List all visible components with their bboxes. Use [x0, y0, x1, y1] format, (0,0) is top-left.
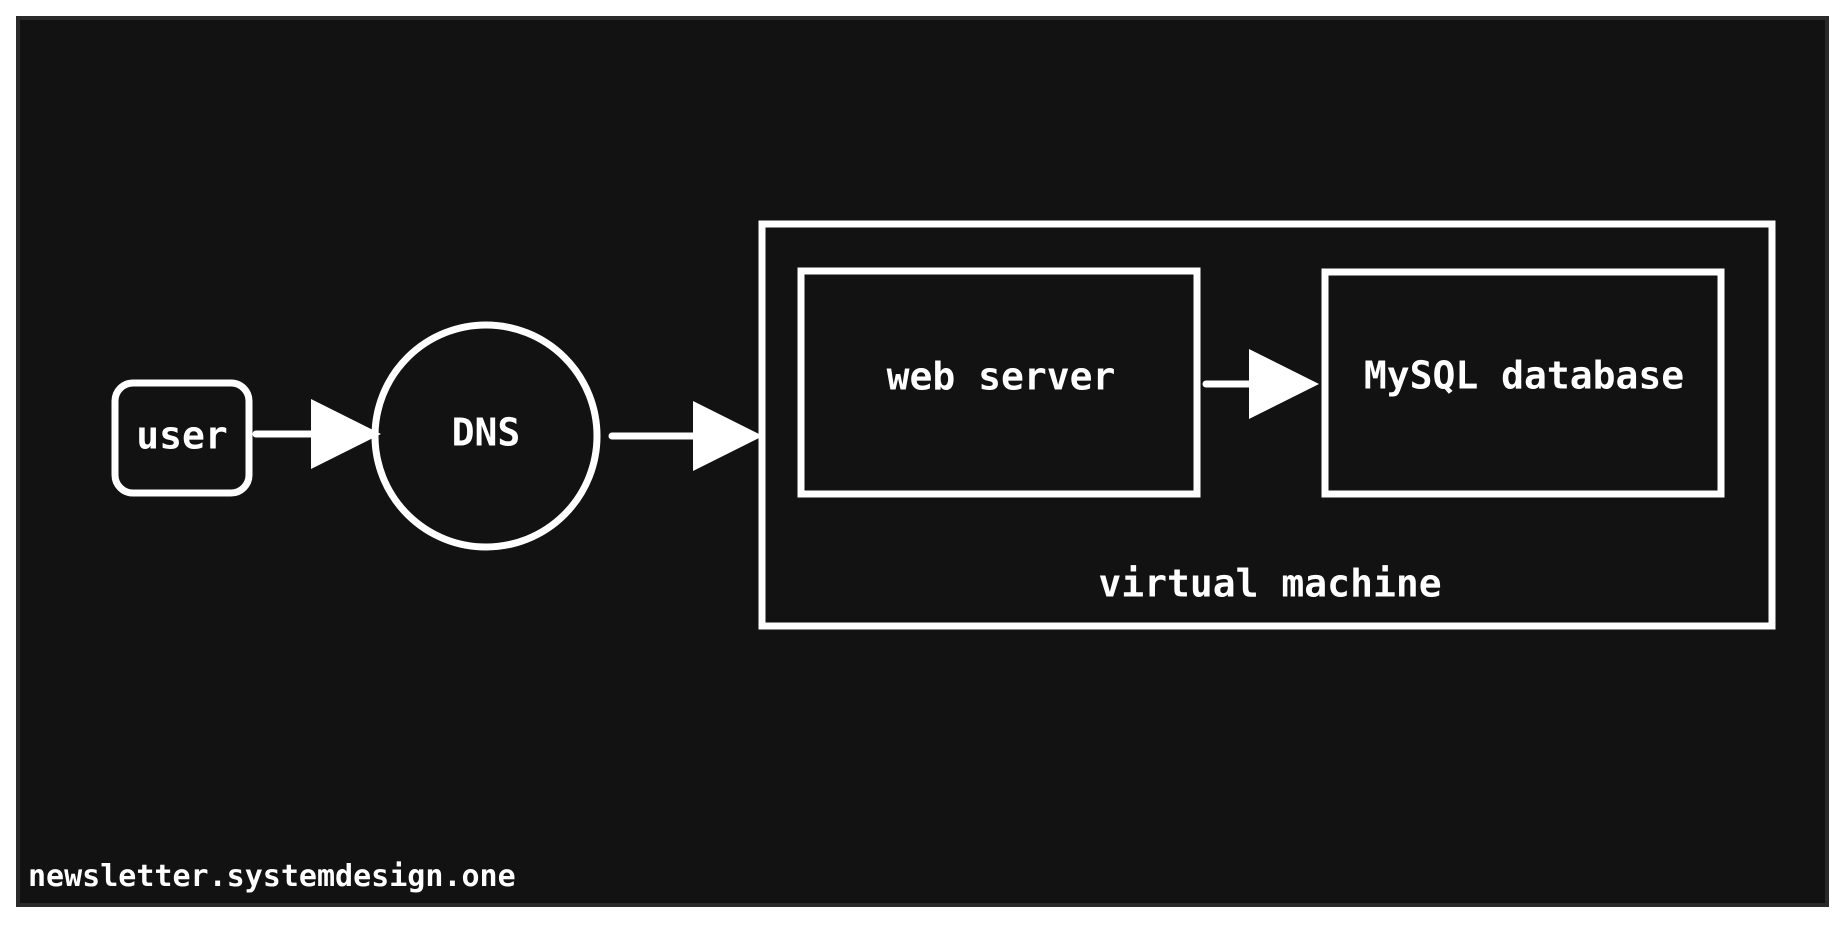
- dns-node-label: DNS: [452, 411, 521, 455]
- database-box: [1321, 268, 1725, 498]
- web-server-label: web server: [887, 355, 1116, 399]
- database-node: MySQL database: [1321, 268, 1725, 498]
- user-node-box: [111, 379, 253, 497]
- dns-node-circle: [371, 321, 601, 551]
- virtual-machine-label: virtual machine: [1098, 562, 1441, 606]
- user-node: user: [111, 379, 253, 497]
- virtual-machine-box: [758, 220, 1776, 630]
- dns-node: DNS: [371, 321, 601, 551]
- web-server-node: web server: [797, 267, 1201, 498]
- database-label: MySQL database: [1364, 354, 1684, 398]
- web-server-box: [797, 267, 1201, 498]
- user-node-label: user: [136, 414, 228, 458]
- source-watermark: newsletter.systemdesign.one: [28, 859, 516, 894]
- virtual-machine-node: virtual machine: [758, 220, 1776, 630]
